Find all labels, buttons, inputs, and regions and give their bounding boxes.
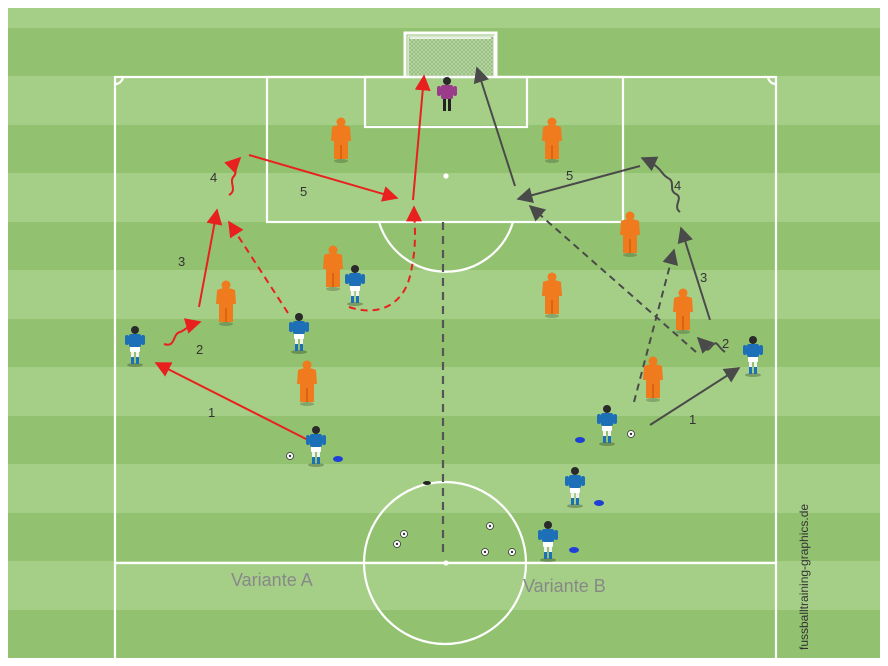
- credit-text: fussballtraining-graphics.de: [797, 504, 811, 650]
- step-b-2: 2: [722, 336, 729, 351]
- arrow-a-5: [248, 154, 399, 202]
- step-a-2: 2: [196, 342, 203, 357]
- penalty-arc: [377, 221, 515, 273]
- arrow-b-2: [696, 336, 726, 354]
- corner-arc-right: [766, 76, 777, 86]
- step-a-1: 1: [208, 405, 215, 420]
- step-a-3: 3: [178, 254, 185, 269]
- arrow-a-1: [154, 362, 309, 441]
- arrow-b-pass: [528, 204, 697, 353]
- arrow-a-4: [224, 156, 242, 196]
- arrow-a-run: [348, 205, 423, 312]
- variant-a-label: Variante A: [231, 570, 313, 590]
- marker-cone-icon: [423, 481, 431, 485]
- marker-cone-icon: [569, 547, 579, 553]
- corner-arc-left: [114, 76, 125, 86]
- penalty-spot: [443, 173, 449, 179]
- center-spot: [443, 560, 449, 566]
- ball-icon: [393, 540, 401, 548]
- arrow-b-1: [649, 367, 741, 426]
- step-a-4: 4: [210, 170, 217, 185]
- variant-b-label: Variante B: [523, 576, 606, 596]
- variant-b-step-labels: 1 2 3 4 5: [566, 168, 729, 427]
- ball-icon: [486, 522, 494, 530]
- step-a-5: 5: [300, 184, 307, 199]
- variant-a-step-labels: 1 2 3 4 5: [178, 170, 307, 420]
- marker-cone-icon: [594, 500, 604, 506]
- marker-cone-icon: [575, 437, 585, 443]
- step-b-3: 3: [700, 270, 707, 285]
- ball-icon: [508, 548, 516, 556]
- ball-icon: [481, 548, 489, 556]
- step-b-1: 1: [689, 412, 696, 427]
- arrow-a-2: [163, 318, 202, 346]
- arrow-a-3: [198, 208, 223, 308]
- step-b-5: 5: [566, 168, 573, 183]
- arrow-b-run: [633, 248, 679, 403]
- ball-icon: [627, 430, 635, 438]
- arrow-b-shot: [473, 66, 516, 187]
- arrow-a-shot: [412, 74, 431, 201]
- marker-cone-icon: [333, 456, 343, 462]
- arrow-b-3: [677, 226, 711, 321]
- ball-icon: [400, 530, 408, 538]
- arrow-a-pass: [228, 220, 289, 314]
- variant-a-arrows: [154, 74, 431, 441]
- variant-b-arrows: [473, 66, 741, 426]
- goal-icon: [403, 31, 498, 78]
- arrow-b-5: [516, 165, 641, 203]
- step-b-4: 4: [674, 178, 681, 193]
- arrow-b-4: [640, 156, 681, 213]
- marker-cones: [333, 437, 604, 553]
- ball-icon: [286, 452, 294, 460]
- pitch-stripes: [8, 8, 880, 658]
- center-circle: [362, 480, 528, 646]
